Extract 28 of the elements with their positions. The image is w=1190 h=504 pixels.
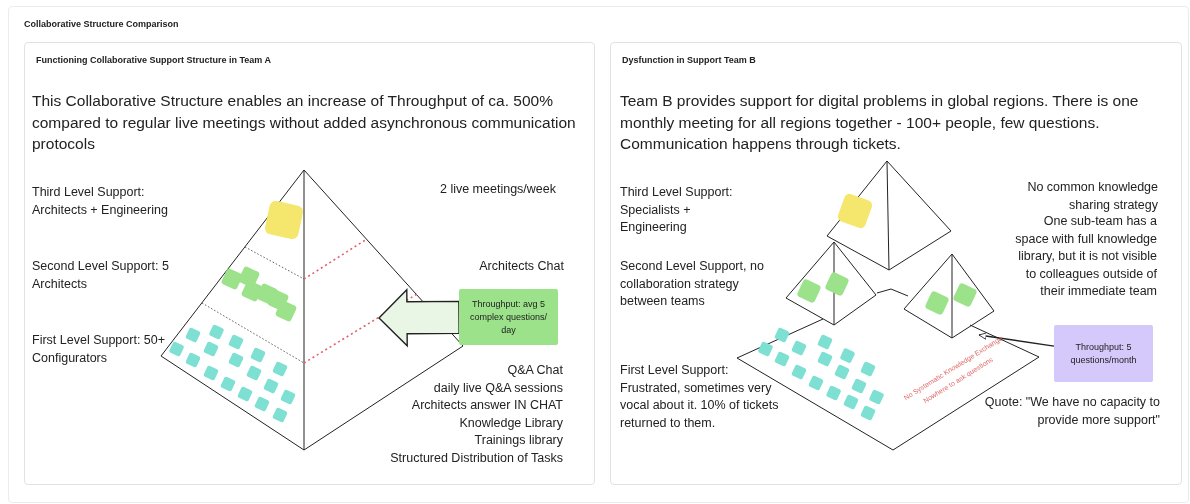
practice-item: daily live Q&A sessions — [432, 379, 563, 397]
panel-card — [24, 42, 595, 485]
channel-label: Architects Chat — [478, 258, 564, 275]
block-arrow — [378, 288, 460, 348]
strategy-note: One sub-team has a space with full knowledge library, but it is not visible to colleagues outside of their immediate team — [1014, 213, 1157, 300]
throughput-note: Throughput: avg 5 complex questions/ day — [459, 289, 558, 345]
level-label: Second Level Support: 5 Architects — [32, 258, 170, 293]
description-text: This Collaborative Structure enables an increase of Throughput of ca. 500% compared to regular live meetings without added asynchronous communication protocols — [32, 91, 577, 154]
page-title: Collaborative Structure Comparison — [24, 19, 179, 29]
practice-item: Architects answer IN CHAT — [410, 397, 563, 414]
panel-heading: Dysfunction in Support Team B — [622, 55, 756, 65]
description-text: Team B provides support for digital problems in global regions. There is one monthly meeting for all regions together - 100+ people, few questions. Communication happens through tickets. — [620, 91, 1140, 154]
practice-item: Trainings library — [473, 432, 563, 449]
panel-card — [610, 42, 1182, 485]
level-label: First Level Support: Frustrated, sometimes very vocal about it. 10% of tickets returned to them. — [620, 362, 780, 432]
practice-item: Q&A Chat — [506, 362, 563, 379]
throughput-note: Throughput: 5 questions/month — [1054, 325, 1153, 382]
practice-item: Knowledge Library — [458, 414, 563, 432]
meeting-note: 2 live meetings/week — [438, 181, 556, 198]
practice-item: Structured Distribution of Tasks — [389, 449, 563, 467]
panel-heading: Functioning Collaborative Support Structure in Team A — [36, 55, 271, 65]
level-label: Third Level Support: Specialists + Engineering — [620, 184, 734, 236]
level-label: Second Level Support, no collaboration strategy between teams — [620, 258, 765, 310]
arrow — [978, 332, 1055, 347]
level-label: Third Level Support: Architects + Engineering — [32, 184, 169, 219]
quote-text: Quote: "We have no capacity to provide more support" — [983, 394, 1160, 429]
strategy-note: No common knowledge sharing strategy — [1026, 179, 1158, 214]
level-label: First Level Support: 50+ Configurators — [32, 332, 167, 367]
